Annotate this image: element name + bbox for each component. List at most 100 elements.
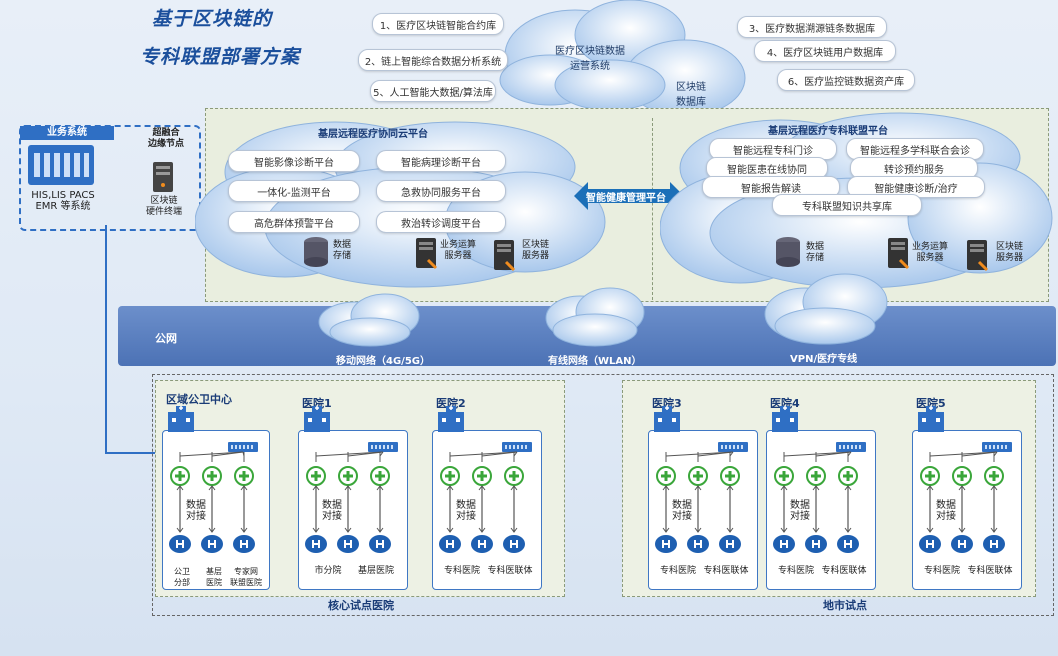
node-label: 专科医院 — [659, 566, 696, 576]
edge-node-caption: 区块链 硬件终端 — [145, 196, 182, 217]
medical-cross-icon — [338, 466, 358, 486]
left-data-store-label: 数据 存储 — [333, 240, 352, 261]
medical-cross-icon — [984, 466, 1004, 486]
hospital-h-icon — [369, 535, 391, 553]
edge-node-title: 超融合 边缘节点 — [147, 128, 184, 149]
hospital-h-icon — [169, 535, 191, 553]
server-rack-icon — [28, 145, 94, 185]
hospital-building-icon — [654, 406, 680, 432]
medical-cross-icon — [774, 466, 794, 486]
public-network-label: 公网 — [155, 332, 177, 345]
left-cloud-title: 基层远程医疗协同云平台 — [318, 129, 428, 140]
medical-cross-icon — [920, 466, 940, 486]
hospital-name: 区域公卫中心 — [166, 393, 232, 406]
node-label: 专家网 联盟医院 — [230, 567, 262, 587]
data-exchange-label: 数据 对接 — [322, 500, 342, 522]
data-exchange-label: 数据 对接 — [456, 500, 476, 522]
medical-cross-icon — [306, 466, 326, 486]
hospital-h-icon — [983, 535, 1005, 553]
data-exchange-label: 数据 对接 — [186, 500, 206, 522]
hospital-h-icon — [337, 535, 359, 553]
node-label: 专科医院 — [923, 566, 960, 576]
hospital-name: 医院1 — [302, 397, 332, 410]
hospital-building-icon — [772, 406, 798, 432]
node-label: 专科医联体 — [703, 566, 749, 576]
hardware-terminal-icon — [153, 162, 173, 192]
business-server-icon — [416, 238, 438, 270]
hospital-diagram — [438, 406, 532, 553]
right-cloud-title: 基层远程医疗专科联盟平台 — [768, 126, 888, 137]
chain-server-icon — [967, 240, 989, 272]
hospital-building-icon — [168, 406, 194, 432]
hospital-h-icon — [305, 535, 327, 553]
medical-cross-icon — [370, 466, 390, 486]
hospital-diagram — [654, 406, 748, 553]
node-label: 专科医联体 — [967, 566, 1013, 576]
left-item-5: 高危群体预警平台 — [228, 211, 360, 233]
medical-cross-icon — [688, 466, 708, 486]
database-icon — [776, 237, 800, 267]
network-switch-icon — [228, 442, 258, 452]
hospital-h-icon — [837, 535, 859, 553]
medical-cross-icon — [656, 466, 676, 486]
hospital-h-icon — [655, 535, 677, 553]
pilot-area — [152, 374, 1054, 616]
wired-network-label: 有线网络（WLAN） — [548, 356, 642, 367]
hospital-h-icon — [439, 535, 461, 553]
data-exchange-label: 数据 对接 — [790, 500, 810, 522]
medical-cross-icon — [838, 466, 858, 486]
panel-divider — [652, 118, 1047, 300]
hospital-name: 医院3 — [652, 397, 682, 410]
vpn-cloud — [764, 273, 888, 345]
network-switch-icon — [836, 442, 866, 452]
right-data-store-label: 数据 存储 — [806, 242, 825, 263]
node-label: 市分院 — [314, 566, 342, 576]
node-label: 专科医院 — [443, 566, 480, 576]
medical-cross-icon — [504, 466, 524, 486]
pill-asset-db: 6、医疗监控链数据资产库 — [777, 69, 915, 91]
right-item-7: 专科联盟知识共享库 — [772, 194, 922, 216]
right-chain-server-label: 区块链 服务器 — [996, 242, 1024, 263]
business-system-header: 业务系统 — [20, 126, 114, 140]
core-group-label: 核心试点医院 — [328, 599, 394, 612]
medical-cross-icon — [170, 466, 190, 486]
hospital-h-icon — [233, 535, 255, 553]
hospital-h-icon — [773, 535, 795, 553]
left-item-4: 急救协同服务平台 — [376, 180, 506, 202]
database-icon — [304, 237, 328, 267]
network-switch-icon — [982, 442, 1012, 452]
data-exchange-label: 数据 对接 — [672, 500, 692, 522]
left-item-6: 救治转诊调度平台 — [376, 211, 506, 233]
local-group-label: 地市试点 — [823, 599, 867, 612]
medical-cross-icon — [472, 466, 492, 486]
hospital-diagram — [304, 406, 398, 553]
hospital-building-icon — [918, 406, 944, 432]
double-arrow-icon — [574, 182, 684, 210]
vpn-label: VPN/医疗专线 — [790, 354, 858, 365]
top-cloud — [499, 0, 746, 117]
chain-server-icon — [494, 240, 516, 272]
data-exchange-label: 数据 对接 — [936, 500, 956, 522]
node-label: 专科医联体 — [821, 566, 867, 576]
hospital-h-icon — [919, 535, 941, 553]
network-switch-icon — [718, 442, 748, 452]
left-item-2: 智能病理诊断平台 — [376, 150, 506, 172]
right-item-4: 转诊预约服务 — [850, 157, 978, 179]
pill-ai-lib: 5、人工智能大数据/算法库 — [370, 80, 496, 102]
hospital-diagram — [168, 406, 258, 553]
hospital-building-icon — [304, 406, 330, 432]
medical-cross-icon — [952, 466, 972, 486]
business-server-icon — [888, 238, 910, 270]
medical-cross-icon — [806, 466, 826, 486]
left-item-3: 一体化-监测平台 — [228, 180, 360, 202]
node-label: 基层 医院 — [206, 567, 222, 587]
wired-net-cloud — [545, 287, 645, 347]
hospital-h-icon — [471, 535, 493, 553]
node-label: 基层医院 — [357, 566, 394, 576]
pill-trace-db: 3、医疗数据溯源链条数据库 — [737, 16, 887, 38]
business-system-caption: HIS,LIS PACS EMR 等系统 — [31, 190, 95, 212]
hospital-h-icon — [951, 535, 973, 553]
page-title-line2: 专科联盟部署方案 — [140, 46, 301, 68]
hospital-diagram — [772, 406, 866, 553]
hospital-h-icon — [687, 535, 709, 553]
